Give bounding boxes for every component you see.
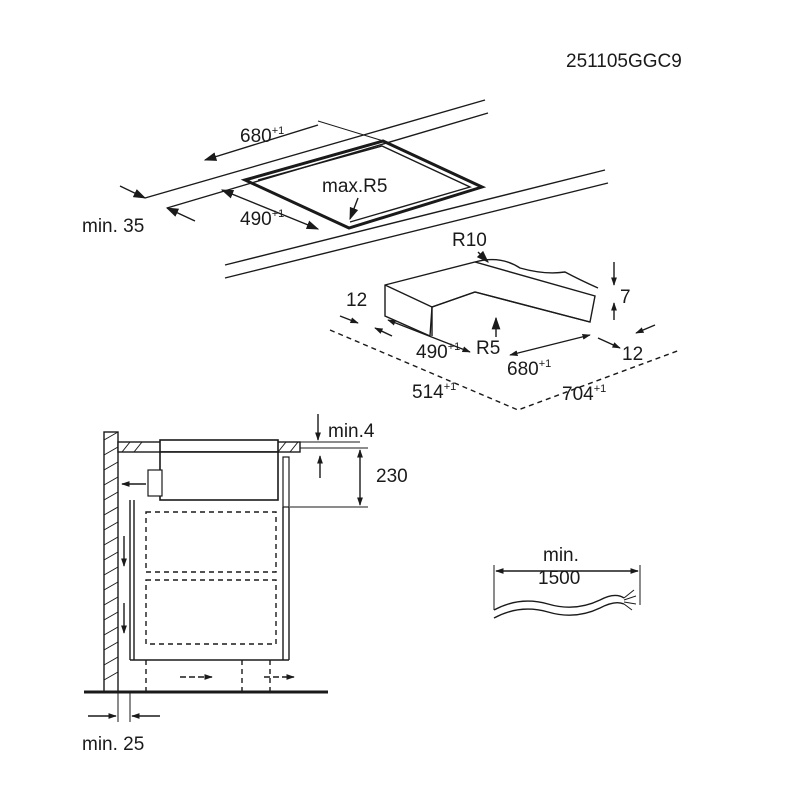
dim-label-680: 680+1 bbox=[240, 125, 284, 147]
wall bbox=[103, 431, 119, 693]
dim-arrow-min35 bbox=[165, 207, 196, 222]
dim-label-7: 7 bbox=[620, 287, 631, 308]
worktop-hatch bbox=[121, 441, 299, 453]
dim-line-680-inner bbox=[509, 333, 591, 357]
hob-glass bbox=[159, 439, 279, 453]
drawer-upper bbox=[145, 511, 277, 573]
outer-boundary-dashed bbox=[329, 329, 681, 411]
dim-label-704: 704+1 bbox=[562, 383, 606, 405]
dim-line-680 bbox=[203, 124, 319, 161]
extension-line bbox=[317, 120, 391, 144]
front-panel bbox=[282, 456, 290, 508]
frame-bottom-edge bbox=[474, 291, 591, 323]
dim-arrow-12-left bbox=[374, 327, 393, 337]
worktop-cutout-view: 680+1 490+1 max.R5 min. 35 bbox=[82, 99, 609, 279]
cable-min-label: min. bbox=[543, 545, 579, 566]
cutout-inner-shading bbox=[257, 145, 472, 223]
dim-label-min4: min.4 bbox=[328, 421, 375, 442]
cabinet-section-view: min.4 230 min. 25 bbox=[82, 414, 408, 755]
cable-wire-ends bbox=[623, 589, 637, 611]
dim-label-12-left: 12 bbox=[346, 290, 367, 311]
dim-label-514: 514+1 bbox=[412, 381, 456, 403]
dim-label-490: 490+1 bbox=[240, 208, 284, 230]
worktop-front-line bbox=[224, 182, 609, 279]
radius-arrow bbox=[349, 197, 359, 221]
radius-label-r10: R10 bbox=[452, 230, 487, 251]
radius-label-r5: R5 bbox=[476, 338, 500, 359]
dim-label-490-inner: 490+1 bbox=[416, 341, 460, 363]
cable-body bbox=[493, 601, 625, 619]
dim-label-min25: min. 25 bbox=[82, 734, 144, 755]
drawer-lower bbox=[145, 579, 277, 645]
dim-label-680-inner: 680+1 bbox=[507, 358, 551, 380]
frame-cut-edge bbox=[474, 258, 599, 289]
dim-arrow-12-right bbox=[635, 324, 656, 334]
dim-label-12-right: 12 bbox=[622, 344, 643, 365]
radius-arrow-r10 bbox=[476, 250, 489, 263]
dim-line-490-inner bbox=[387, 319, 471, 353]
dim-arrow-12-left bbox=[339, 315, 359, 324]
wall-hatch bbox=[103, 431, 119, 681]
frame-top-edge bbox=[384, 284, 476, 308]
document-code: 251105GGC9 bbox=[566, 51, 682, 72]
dim-arrow-12-right bbox=[597, 337, 621, 349]
worktop-edge-line bbox=[144, 99, 486, 199]
worktop-front-line bbox=[224, 169, 606, 266]
hob-fan-outlet bbox=[147, 469, 163, 497]
radius-label-max-r5: max.R5 bbox=[322, 176, 387, 197]
dim-label-min35: min. 35 bbox=[82, 216, 144, 237]
cable-body bbox=[493, 594, 625, 611]
frame-detail-view: R10 R5 12 490+1 680+1 12 7 514+1 704+1 bbox=[329, 230, 681, 411]
power-cable-view: min. 1500 bbox=[493, 545, 641, 619]
dim-line-490 bbox=[220, 189, 320, 230]
dim-arrow-min35 bbox=[119, 185, 147, 199]
dim-label-230: 230 bbox=[376, 466, 408, 487]
hob-body bbox=[159, 451, 279, 501]
